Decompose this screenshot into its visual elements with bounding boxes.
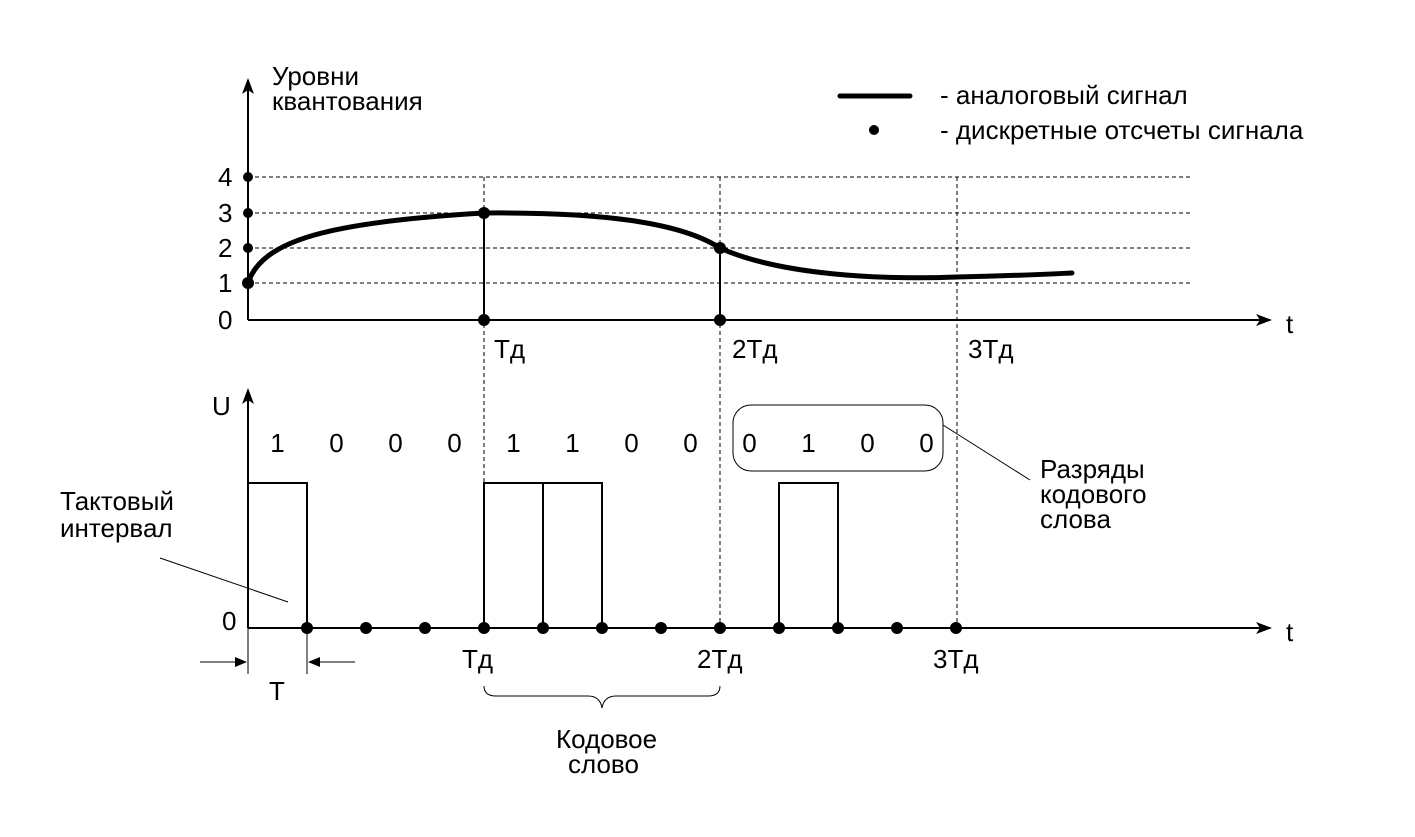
level-label-2: 2 xyxy=(218,233,232,263)
clock-dot xyxy=(537,622,549,634)
top-x-axis-label: t xyxy=(1286,309,1294,339)
clock-interval-label-line2: интервал xyxy=(60,513,173,543)
clock-dot xyxy=(891,622,903,634)
code-word-label-line2: слово xyxy=(568,749,639,779)
clock-dots xyxy=(301,622,962,634)
bit-label: 1 xyxy=(270,428,284,458)
pulse xyxy=(778,482,839,628)
clock-interval-label-line1: Тактовый xyxy=(60,486,174,516)
code-bits-label-line2: кодового xyxy=(1040,479,1147,509)
sample-base-td xyxy=(478,314,490,326)
pulse xyxy=(542,482,603,628)
code-word-label-line1: Кодовое xyxy=(556,724,657,754)
bit-labels: 1 0 0 0 1 1 0 0 0 1 0 0 xyxy=(270,428,933,458)
bit-label: 0 xyxy=(860,428,874,458)
y-axis-label-line2: квантования xyxy=(272,86,423,116)
bit-label: 0 xyxy=(742,428,756,458)
clock-dot xyxy=(596,622,608,634)
bit-label: 0 xyxy=(624,428,638,458)
clock-dot xyxy=(773,622,785,634)
analog-signal-curve xyxy=(245,210,1075,286)
sample-point xyxy=(714,242,726,254)
pulses xyxy=(247,482,839,628)
y-axis-label-line1: Уровни xyxy=(272,61,359,91)
top-tick-3td: 3Тд xyxy=(968,334,1014,364)
legend: - аналоговый сигнал - дискретные отсчеты… xyxy=(837,80,1304,145)
clock-dot xyxy=(419,622,431,634)
bit-label: 1 xyxy=(506,428,520,458)
level-label-0: 0 xyxy=(218,305,232,335)
zero-label: 0 xyxy=(222,606,236,636)
clock-dot xyxy=(714,622,726,634)
bit-label: 0 xyxy=(447,428,461,458)
clock-interval-leader xyxy=(159,557,289,603)
top-tick-td: Тд xyxy=(494,334,525,364)
u-axis-label: U xyxy=(212,391,231,421)
period-label: T xyxy=(269,676,285,706)
sample-base-2td xyxy=(714,314,726,326)
clock-dot xyxy=(360,622,372,634)
clock-dot xyxy=(478,622,490,634)
code-word-brace xyxy=(483,685,721,709)
legend-analog-label: - аналоговый сигнал xyxy=(940,80,1188,110)
clock-dot xyxy=(655,622,667,634)
bottom-tick-2td: 2Тд xyxy=(697,644,743,674)
code-bits-label-line3: слова xyxy=(1040,504,1111,534)
code-bits-leader xyxy=(942,424,1031,481)
code-bits-box xyxy=(732,404,944,472)
sample-point xyxy=(478,207,490,219)
bit-label: 1 xyxy=(801,428,815,458)
level-label-4: 4 xyxy=(218,162,232,192)
bottom-x-axis-label: t xyxy=(1286,617,1294,647)
bit-label: 0 xyxy=(329,428,343,458)
bottom-chart: U 0 t 1 0 0 0 1 1 0 0 0 1 0 0 Разряды кодового слов… xyxy=(60,388,1294,779)
code-bits-label-line1: Разряды xyxy=(1040,454,1145,484)
top-chart: 0 1 2 3 4 Уровни квантования t Тд 2Тд 3Т… xyxy=(218,61,1304,628)
bottom-tick-3td: 3Тд xyxy=(933,644,979,674)
clock-dot xyxy=(832,622,844,634)
level-dot-3 xyxy=(243,208,253,218)
bit-label: 0 xyxy=(919,428,933,458)
level-label-1: 1 xyxy=(218,268,232,298)
level-dot-4 xyxy=(243,172,253,182)
clock-dot xyxy=(950,622,962,634)
legend-dot-swatch xyxy=(869,125,879,135)
top-tick-2td: 2Тд xyxy=(732,334,778,364)
level-dot-2 xyxy=(243,243,253,253)
pulse xyxy=(247,482,308,628)
bit-label: 0 xyxy=(683,428,697,458)
legend-samples-label: - дискретные отсчеты сигнала xyxy=(940,115,1304,145)
pulse xyxy=(483,482,544,628)
bit-label: 1 xyxy=(565,428,579,458)
level-label-3: 3 xyxy=(218,198,232,228)
bit-label: 0 xyxy=(388,428,402,458)
bottom-tick-td: Тд xyxy=(462,644,493,674)
sample-point xyxy=(242,277,254,289)
